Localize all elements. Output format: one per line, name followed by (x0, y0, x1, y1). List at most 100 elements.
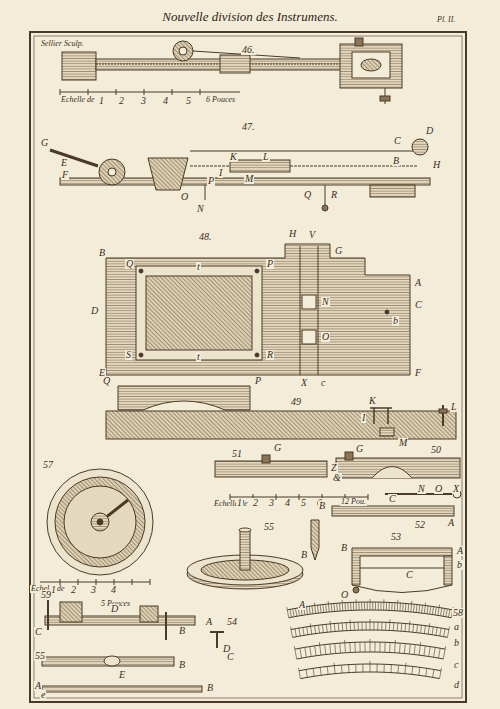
arc-band (293, 630, 448, 637)
callout-letter: V (308, 230, 316, 240)
division-tick (327, 666, 329, 674)
figure-number: 55 (34, 651, 46, 661)
callout-letter: C (393, 136, 402, 146)
division-tick (428, 623, 430, 634)
division-tick (420, 625, 422, 633)
division-tick (427, 606, 428, 614)
division-tick (438, 648, 440, 658)
division-tick (314, 603, 315, 614)
division-tick (334, 644, 336, 654)
arc-band (301, 672, 440, 679)
division-tick (383, 599, 384, 610)
division-tick (310, 647, 312, 657)
division-tick (330, 621, 331, 632)
division-tick (391, 603, 392, 611)
callout-letter: O (434, 484, 443, 494)
callout-letter: L (450, 402, 458, 412)
division-tick (313, 668, 314, 676)
callout-letter: A (298, 600, 306, 610)
callout-letter: c (320, 378, 326, 388)
callout-letter: P (207, 176, 215, 186)
division-tick (401, 623, 403, 631)
callout-letter: A (205, 617, 213, 627)
callout-letter: D (110, 604, 119, 614)
callout-letter: Pl. II. (436, 16, 456, 24)
division-tick (328, 601, 329, 612)
scale-tick (78, 579, 79, 585)
division-tick (409, 621, 410, 632)
callout-letter: X (452, 484, 460, 494)
figure-number: 4 (110, 585, 117, 595)
division-tick (385, 622, 386, 630)
callout-letter: D (425, 126, 434, 136)
division-tick (370, 639, 371, 652)
figure-58 (287, 599, 454, 679)
callout-letter: B (206, 683, 214, 693)
division-tick (315, 646, 316, 656)
division-tick (303, 627, 304, 635)
division-tick (443, 646, 445, 659)
division-tick (404, 644, 406, 654)
division-tick (389, 643, 391, 653)
figure-48 (106, 244, 410, 375)
division-tick (424, 626, 425, 634)
division-tick (436, 627, 437, 635)
division-tick (444, 629, 445, 637)
division-tick (376, 664, 377, 672)
arc-band (289, 610, 451, 618)
callout-letter: S (125, 350, 132, 360)
callout-letter: & (332, 473, 342, 483)
figure-number: 50 (430, 445, 442, 455)
callout-letter: X (300, 378, 308, 388)
division-tick (294, 646, 296, 659)
division-tick (317, 605, 319, 613)
division-tick (364, 602, 365, 610)
figure-number: 49 (290, 397, 302, 407)
division-tick (416, 605, 418, 613)
division-tick (446, 609, 447, 617)
division-tick (440, 608, 441, 616)
division-tick (412, 624, 414, 632)
division-tick (326, 624, 328, 632)
callout-letter: N (321, 297, 330, 307)
callout-letter: C (34, 627, 43, 637)
callout-letter: 1 (98, 96, 105, 106)
figure-49 (106, 386, 456, 439)
division-tick (356, 599, 357, 610)
scale-tick (88, 89, 89, 95)
division-tick (367, 602, 368, 610)
division-tick (339, 643, 341, 653)
division-tick (394, 603, 395, 611)
callout-letter: E (118, 670, 126, 680)
callout-letter: G (40, 138, 49, 148)
division-tick (306, 607, 307, 615)
figure-number: 2 (252, 498, 259, 508)
division-tick (325, 604, 327, 612)
division-tick (293, 609, 294, 617)
division-tick (358, 622, 359, 630)
division-tick (372, 602, 373, 610)
division-tick (370, 599, 371, 610)
callout-letter: O (340, 590, 349, 600)
division-tick (433, 669, 434, 677)
division-tick (393, 623, 394, 631)
division-tick (370, 661, 371, 672)
division-tick (374, 642, 375, 652)
figure-number: 58 (452, 608, 464, 618)
division-tick (390, 665, 391, 673)
callout-letter: R (266, 350, 274, 360)
division-tick (411, 601, 412, 612)
callout-letter: I (218, 168, 223, 178)
callout-letter: B (318, 501, 326, 511)
figure-number: 4 (284, 498, 291, 508)
callout-letter: G (355, 444, 364, 454)
callout-letter: Z (330, 463, 338, 473)
callout-letter: C (388, 494, 397, 504)
division-tick (438, 605, 440, 616)
callout-letter: Q (303, 190, 312, 200)
callout-letter: K (229, 152, 238, 162)
division-tick (379, 642, 380, 652)
division-tick (287, 607, 289, 618)
division-tick (310, 623, 312, 634)
division-tick (298, 668, 300, 679)
